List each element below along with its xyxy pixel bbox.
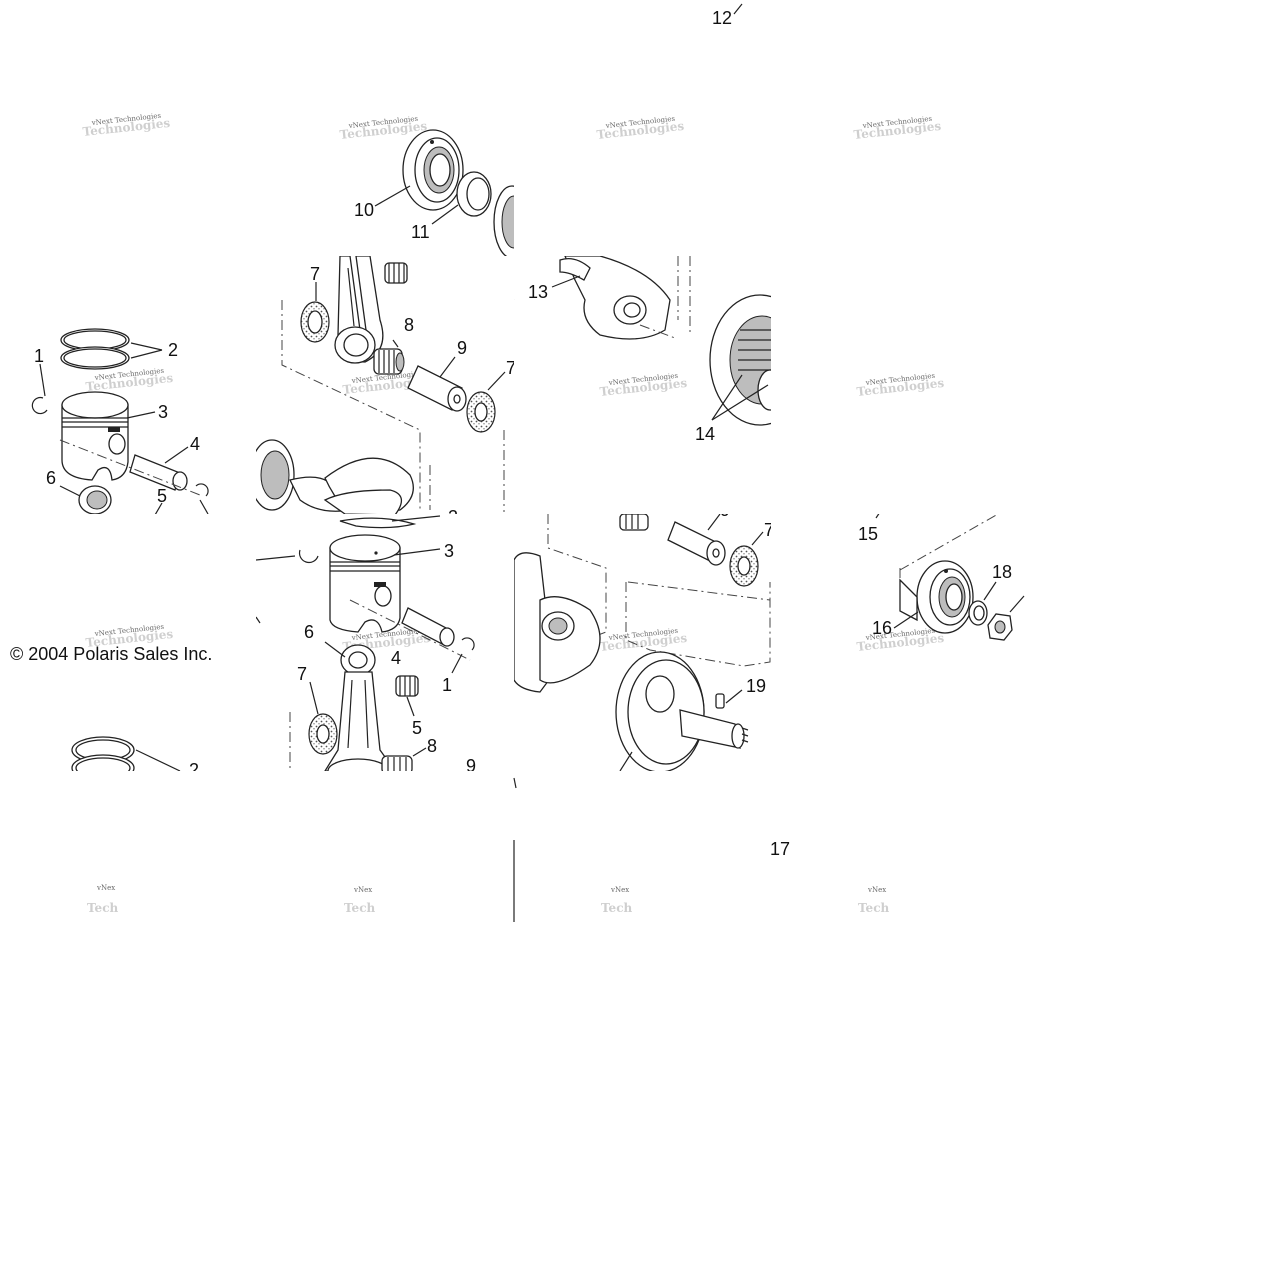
tile-ring-lower: 2 xyxy=(71,736,199,780)
stray-mark xyxy=(513,777,517,789)
svg-text:Tech: Tech xyxy=(87,901,118,915)
svg-text:3: 3 xyxy=(444,541,454,561)
crank-flywheel-14 xyxy=(709,294,771,426)
callout-17: 17 xyxy=(770,839,790,859)
crank-web-lower xyxy=(514,552,601,693)
svg-text:13: 13 xyxy=(528,282,548,302)
svg-text:12: 12 xyxy=(712,8,732,28)
tile-conrod-upper: 7 8 9 xyxy=(256,256,516,527)
piston-rings-2 xyxy=(60,328,130,370)
svg-text:9: 9 xyxy=(466,756,476,776)
piston-pin-4 xyxy=(129,454,188,491)
piston-3 xyxy=(61,391,129,481)
piston-pin-4b xyxy=(401,607,455,647)
svg-text:16: 16 xyxy=(872,618,892,638)
crank-pin-9 xyxy=(407,365,467,412)
svg-text:vNex: vNex xyxy=(867,886,886,894)
svg-text:7: 7 xyxy=(764,520,774,540)
tile-main-bearings: 10 11 xyxy=(354,129,514,256)
tile-piston-center: 3 1 6 4 5 xyxy=(256,515,476,776)
watermark-row-4: Tech vNex Tech vNex Tech vNex Tech vNex xyxy=(87,884,889,915)
needle-bearing-top xyxy=(619,514,649,531)
ball-bearing-10 xyxy=(402,129,464,211)
crank-flywheel-lower xyxy=(615,651,749,771)
svg-text:10: 10 xyxy=(354,200,374,220)
svg-text:9: 9 xyxy=(457,338,467,358)
svg-text:7: 7 xyxy=(310,264,320,284)
svg-text:8: 8 xyxy=(427,736,437,756)
flywheel-nut xyxy=(987,613,1013,641)
svg-text:4: 4 xyxy=(190,434,200,454)
crank-shaft-left xyxy=(256,439,414,514)
svg-text:1: 1 xyxy=(442,675,452,695)
svg-text:3: 3 xyxy=(158,402,168,422)
copyright: © 2004 Polaris Sales Inc. xyxy=(10,644,212,664)
thrust-washer-7a xyxy=(300,301,330,343)
svg-text:5: 5 xyxy=(157,486,167,506)
svg-text:1: 1 xyxy=(34,346,44,366)
svg-text:9: 9 xyxy=(720,500,730,520)
svg-text:vNex: vNex xyxy=(96,884,115,892)
svg-text:6: 6 xyxy=(46,468,56,488)
seal-ring-11 xyxy=(456,171,492,217)
needle-bearing-8b xyxy=(381,755,413,771)
connecting-rod-lower xyxy=(324,644,396,771)
circlip-1 xyxy=(31,396,48,415)
ball-bearing-16 xyxy=(899,560,974,634)
svg-text:2: 2 xyxy=(448,507,458,527)
tile-piston-left: 2 3 1 4 xyxy=(31,328,209,514)
svg-text:Tech: Tech xyxy=(601,901,632,915)
svg-text:vNex: vNex xyxy=(353,886,372,894)
svg-text:Tech: Tech xyxy=(858,901,889,915)
svg-text:vNex: vNex xyxy=(610,886,629,894)
svg-text:2: 2 xyxy=(189,760,199,780)
svg-text:11: 11 xyxy=(411,222,430,242)
thrust-washer-7b xyxy=(466,391,496,433)
svg-text:17: 17 xyxy=(770,839,790,859)
svg-text:6: 6 xyxy=(304,622,314,642)
circlip-1c xyxy=(461,637,475,651)
svg-text:8: 8 xyxy=(404,315,414,335)
needle-bearing-5 xyxy=(395,675,419,697)
washer-18 xyxy=(968,600,988,626)
piston-3b xyxy=(329,534,401,633)
thrust-washer-7d xyxy=(729,545,759,587)
small-end-bearing xyxy=(384,262,408,284)
circlip-right xyxy=(195,483,209,514)
thrust-washer-7c xyxy=(308,713,338,755)
crank-web-13 xyxy=(559,256,671,340)
tile-crankshaft-upper: 1 13 14 xyxy=(474,256,771,444)
tile-pto-bearing: 15 16 18 xyxy=(858,514,1025,641)
crank-pin-9b xyxy=(667,521,726,566)
connecting-rod-upper xyxy=(334,256,384,364)
svg-text:Tech: Tech xyxy=(344,901,375,915)
svg-text:2: 2 xyxy=(168,340,178,360)
bearing-partial xyxy=(493,185,514,256)
svg-text:19: 19 xyxy=(746,676,766,696)
svg-text:18: 18 xyxy=(992,562,1012,582)
svg-text:15: 15 xyxy=(858,524,878,544)
svg-text:14: 14 xyxy=(695,424,715,444)
needle-bearing-8 xyxy=(373,348,405,375)
needle-bearing-6 xyxy=(78,485,112,514)
svg-text:1: 1 xyxy=(474,312,484,332)
tile-crankshaft-lower: 9 7 19 xyxy=(514,500,774,771)
svg-text:4: 4 xyxy=(391,648,401,668)
svg-text:7: 7 xyxy=(506,358,516,378)
callout-12: 12 xyxy=(712,3,743,28)
svg-text:7: 7 xyxy=(297,664,307,684)
svg-text:5: 5 xyxy=(412,718,422,738)
circlip-1b xyxy=(298,549,319,564)
woodruff-key-19 xyxy=(715,693,725,709)
